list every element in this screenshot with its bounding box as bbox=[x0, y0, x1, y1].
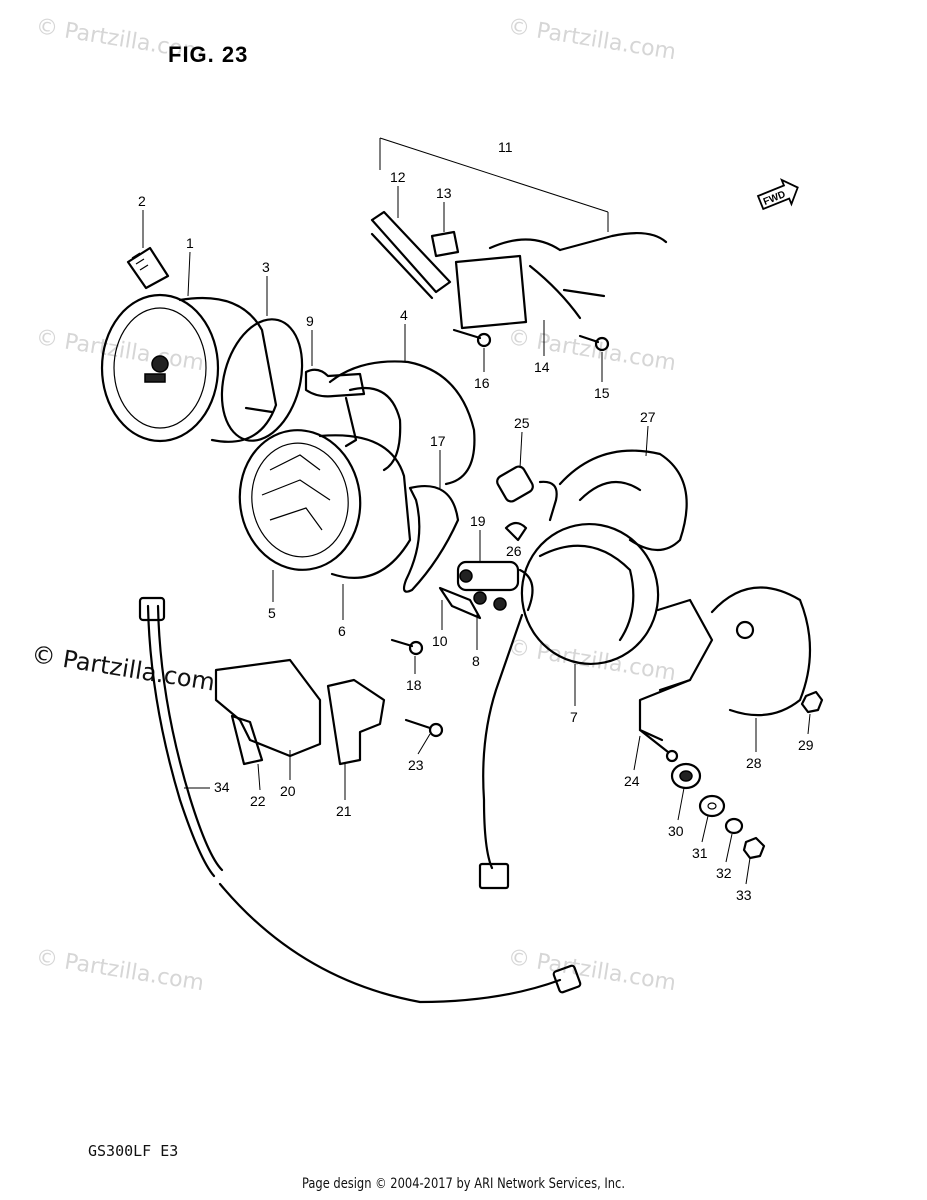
callout-11: 11 bbox=[498, 139, 513, 155]
part-9-socket bbox=[304, 368, 366, 448]
part-4-case bbox=[328, 360, 476, 486]
callout-27: 27 bbox=[640, 409, 656, 425]
part-30-grommet bbox=[670, 762, 702, 790]
part-16-screw bbox=[452, 328, 492, 348]
callout-19: 19 bbox=[470, 513, 486, 529]
part-3-cushion bbox=[220, 318, 304, 442]
part-8-harness bbox=[478, 613, 524, 890]
callout-31: 31 bbox=[692, 845, 708, 861]
part-20-panel bbox=[214, 658, 386, 766]
part-15-screw bbox=[578, 334, 610, 352]
callout-labels: 1 2 3 4 5 6 7 8 9 10 11 12 13 14 bbox=[138, 139, 814, 903]
callout-8: 8 bbox=[472, 653, 480, 669]
callout-15: 15 bbox=[594, 385, 610, 401]
callout-20: 20 bbox=[280, 783, 296, 799]
callout-25: 25 bbox=[514, 415, 530, 431]
part-25-lens bbox=[496, 465, 534, 503]
part-2-drive-gear bbox=[126, 246, 170, 290]
callout-21: 21 bbox=[336, 803, 352, 819]
part-5-tachometer bbox=[238, 429, 412, 579]
callout-29: 29 bbox=[798, 737, 814, 753]
part-27-cover bbox=[558, 449, 688, 552]
callout-4: 4 bbox=[400, 307, 408, 323]
callout-33: 33 bbox=[736, 887, 752, 903]
callout-18: 18 bbox=[406, 677, 422, 693]
callout-3: 3 bbox=[262, 259, 270, 275]
callout-13: 13 bbox=[436, 185, 452, 201]
part-13-bulb bbox=[430, 230, 460, 258]
callout-22: 22 bbox=[250, 793, 266, 809]
callout-23: 23 bbox=[408, 757, 424, 773]
page-footer: Page design © 2004-2017 by ARI Network S… bbox=[301, 1176, 626, 1192]
callout-28: 28 bbox=[746, 755, 762, 771]
callout-6: 6 bbox=[338, 623, 346, 639]
callout-17: 17 bbox=[430, 433, 446, 449]
part-32-washer bbox=[724, 817, 744, 835]
callout-30: 30 bbox=[668, 823, 684, 839]
fwd-arrow-icon: FWD bbox=[756, 178, 799, 211]
callout-12: 12 bbox=[390, 169, 406, 185]
part-34-cable bbox=[138, 596, 582, 1004]
callout-34: 34 bbox=[214, 779, 230, 795]
callout-32: 32 bbox=[716, 865, 732, 881]
callout-24: 24 bbox=[624, 773, 640, 789]
callout-5: 5 bbox=[268, 605, 276, 621]
part-19-bulb-cluster bbox=[438, 560, 534, 620]
figure-title: FIG. 23 bbox=[168, 42, 249, 67]
part-17-plate bbox=[402, 485, 460, 593]
part-14-indicator-board bbox=[454, 231, 668, 330]
part-26-clip bbox=[504, 480, 558, 542]
callout-9: 9 bbox=[306, 313, 314, 329]
model-code: GS300LF E3 bbox=[88, 1142, 179, 1160]
part-1-speedometer bbox=[100, 293, 278, 443]
part-29-nut bbox=[800, 690, 824, 714]
part-18-screw bbox=[390, 638, 424, 656]
callout-26: 26 bbox=[506, 543, 522, 559]
part-24-bolt bbox=[638, 728, 679, 763]
callout-16: 16 bbox=[474, 375, 490, 391]
part-23-screw bbox=[404, 718, 444, 738]
harness-bracket-11 bbox=[379, 137, 609, 232]
callout-10: 10 bbox=[432, 633, 448, 649]
part-33-nut bbox=[742, 836, 766, 860]
part-12-bracket bbox=[370, 210, 452, 300]
callout-7: 7 bbox=[570, 709, 578, 725]
part-28-bracket bbox=[638, 586, 812, 742]
callout-14: 14 bbox=[534, 359, 550, 375]
part-31-washer bbox=[698, 794, 726, 818]
callout-2: 2 bbox=[138, 193, 146, 209]
callout-1: 1 bbox=[186, 235, 194, 251]
